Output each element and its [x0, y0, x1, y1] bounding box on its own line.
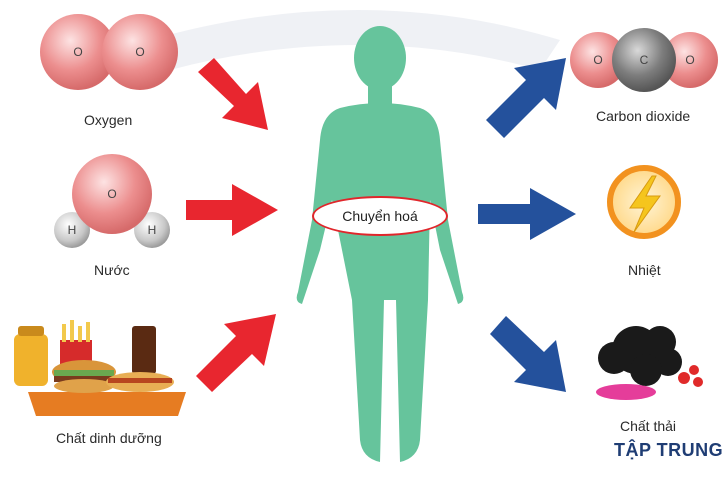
brand-label: TẬP TRUNG	[614, 440, 724, 460]
heat-lightning-icon	[607, 165, 681, 239]
nutrients-label: Chất dinh dưỡng	[56, 430, 162, 446]
atom-label: H	[148, 223, 157, 237]
arrow-co2-out	[486, 58, 566, 138]
arrow-waste-out	[490, 316, 566, 392]
atom-label: O	[135, 45, 144, 59]
atom-label: O	[107, 187, 116, 201]
carbon-dioxide-molecule-icon: O C O	[570, 28, 718, 92]
input-arrows	[186, 58, 278, 392]
arrow-nutrients-in	[196, 314, 276, 392]
water-molecule-icon: O H H	[54, 154, 170, 248]
atom-label: C	[640, 53, 649, 67]
atom-label: O	[685, 53, 694, 67]
waste-label: Chất thải	[620, 418, 677, 434]
oxygen-molecule-icon: O O	[40, 14, 178, 90]
watermark	[150, 10, 560, 70]
output-arrows	[478, 58, 576, 392]
arrow-heat-out	[478, 188, 576, 240]
atom-label: H	[68, 223, 77, 237]
arrow-water-in	[186, 184, 278, 236]
atom-label: O	[593, 53, 602, 67]
arrow-oxygen-in	[198, 58, 268, 130]
waste-cloud-icon	[596, 326, 703, 400]
food-tray-icon	[14, 320, 186, 416]
oxygen-label: Oxygen	[84, 112, 133, 128]
atom-label: O	[73, 45, 82, 59]
carbon-dioxide-label: Carbon dioxide	[596, 108, 691, 124]
heat-label: Nhiệt	[628, 262, 661, 278]
process-label: Chuyển hoá	[312, 196, 448, 236]
human-body-silhouette	[296, 26, 464, 462]
water-label: Nước	[94, 262, 130, 278]
process-label-text: Chuyển hoá	[342, 208, 418, 224]
